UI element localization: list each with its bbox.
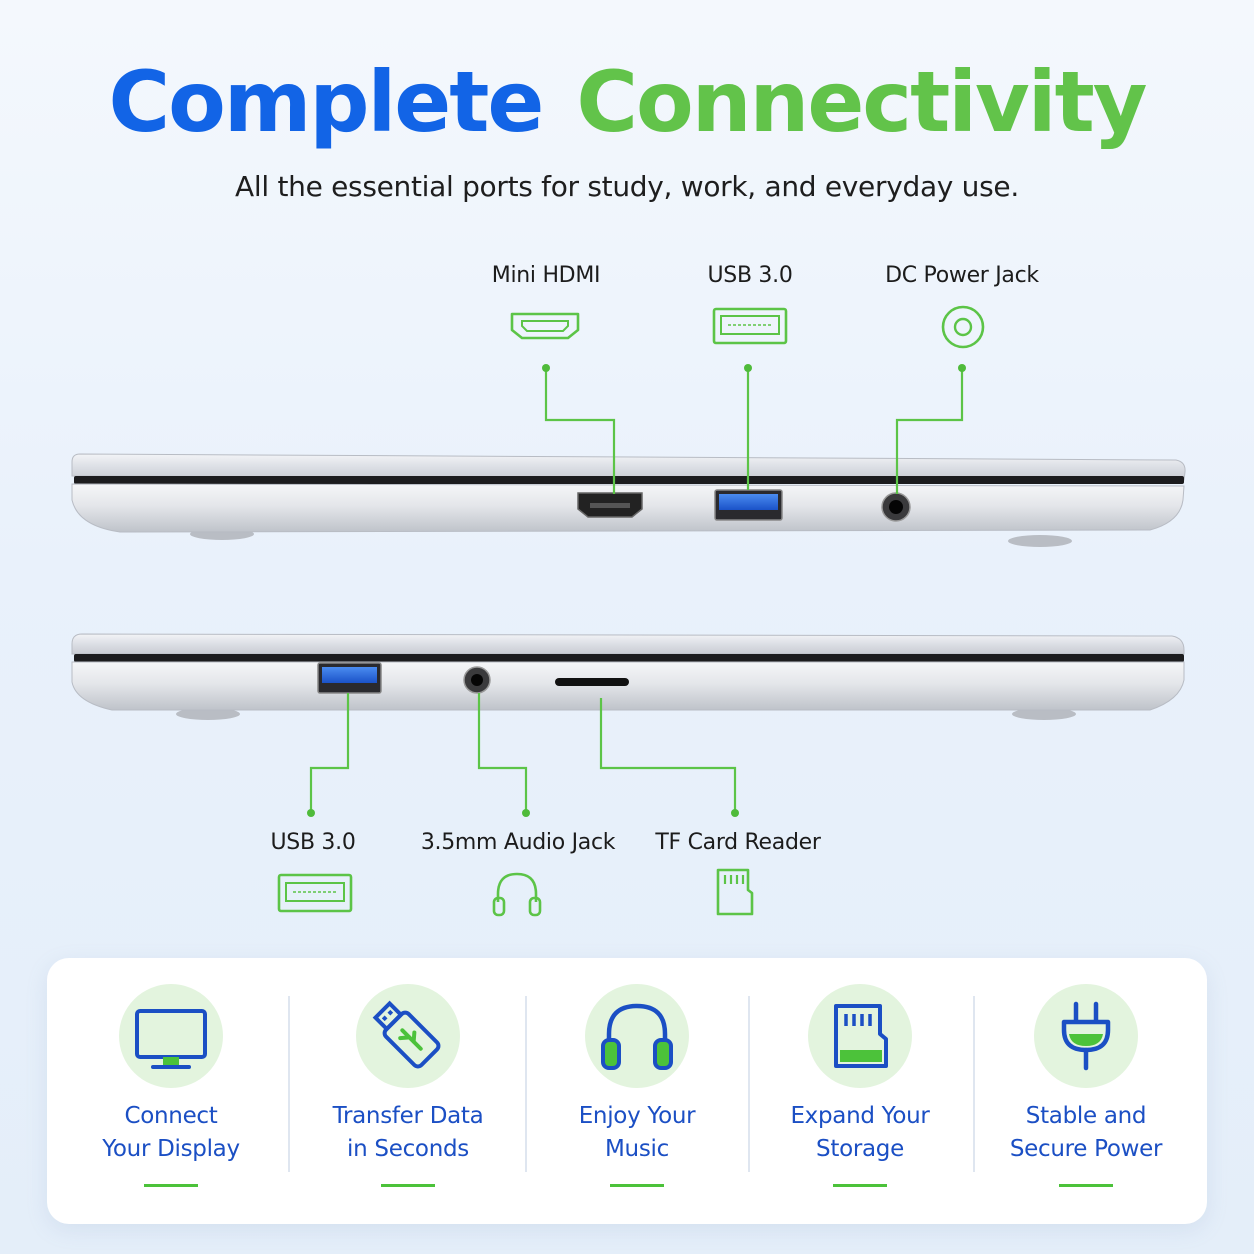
- features-panel: Connect Your Display Transfer Data in Se…: [47, 958, 1207, 1224]
- feature-underline: [144, 1184, 198, 1187]
- feature-label-line1: Connect: [124, 1103, 218, 1129]
- power-plug-icon: [1061, 1001, 1111, 1071]
- usb-stick-icon: [372, 1000, 441, 1069]
- dc-jack-icon: [941, 305, 985, 349]
- feature-label-line2: Your Display: [102, 1136, 240, 1162]
- feature-divider: [288, 996, 290, 1172]
- bottom-callout-lines: [309, 693, 737, 813]
- feature-label-line2: in Seconds: [347, 1136, 469, 1162]
- port-label-tf-card: TF Card Reader: [655, 830, 821, 855]
- feature-enjoy-music: Enjoy Your Music: [521, 958, 753, 1224]
- headphones-icon: [601, 1003, 673, 1070]
- feature-secure-power: Stable and Secure Power: [970, 958, 1202, 1224]
- port-label-usb-bottom: USB 3.0: [270, 830, 356, 855]
- hdmi-port-icon: [510, 312, 580, 340]
- page-subtitle: All the essential ports for study, work,…: [235, 170, 1019, 203]
- feature-label-line1: Transfer Data: [332, 1103, 484, 1129]
- feature-transfer-data: Transfer Data in Seconds: [292, 958, 524, 1224]
- feature-label-line1: Enjoy Your: [578, 1103, 696, 1129]
- port-label-mini-hdmi: Mini HDMI: [491, 263, 601, 288]
- feature-label-line2: Storage: [816, 1136, 904, 1162]
- top-callout-lines: [544, 368, 964, 494]
- feature-underline: [833, 1184, 887, 1187]
- memory-card-icon: [834, 1004, 888, 1068]
- feature-label-line1: Stable and: [1025, 1103, 1147, 1129]
- feature-underline: [1059, 1184, 1113, 1187]
- monitor-icon: [135, 1009, 207, 1069]
- feature-divider: [748, 996, 750, 1172]
- feature-divider: [525, 996, 527, 1172]
- usb-port-icon: [712, 307, 788, 345]
- title-complete: Complete: [108, 53, 544, 151]
- feature-divider: [973, 996, 975, 1172]
- laptop-ports-diagram: [71, 364, 1186, 817]
- feature-connect-display: Connect Your Display: [55, 958, 287, 1224]
- port-label-audio-jack: 3.5mm Audio Jack: [420, 830, 616, 855]
- laptop-left-side: [71, 633, 1185, 720]
- feature-label-line2: Music: [605, 1136, 669, 1162]
- feature-underline: [610, 1184, 664, 1187]
- feature-label-line1: Expand Your: [790, 1103, 930, 1129]
- page-title: Complete Connectivity: [0, 52, 1254, 153]
- sd-card-icon: [716, 868, 754, 916]
- feature-underline: [381, 1184, 435, 1187]
- port-label-dc-jack: DC Power Jack: [885, 263, 1039, 288]
- usb-port-icon: [277, 873, 353, 913]
- feature-label-line2: Secure Power: [1009, 1136, 1163, 1162]
- headphone-icon: [492, 872, 542, 917]
- feature-expand-storage: Expand Your Storage: [744, 958, 976, 1224]
- laptop-right-side: [71, 453, 1186, 547]
- port-label-usb-top: USB 3.0: [707, 263, 793, 288]
- title-connectivity: Connectivity: [576, 53, 1147, 151]
